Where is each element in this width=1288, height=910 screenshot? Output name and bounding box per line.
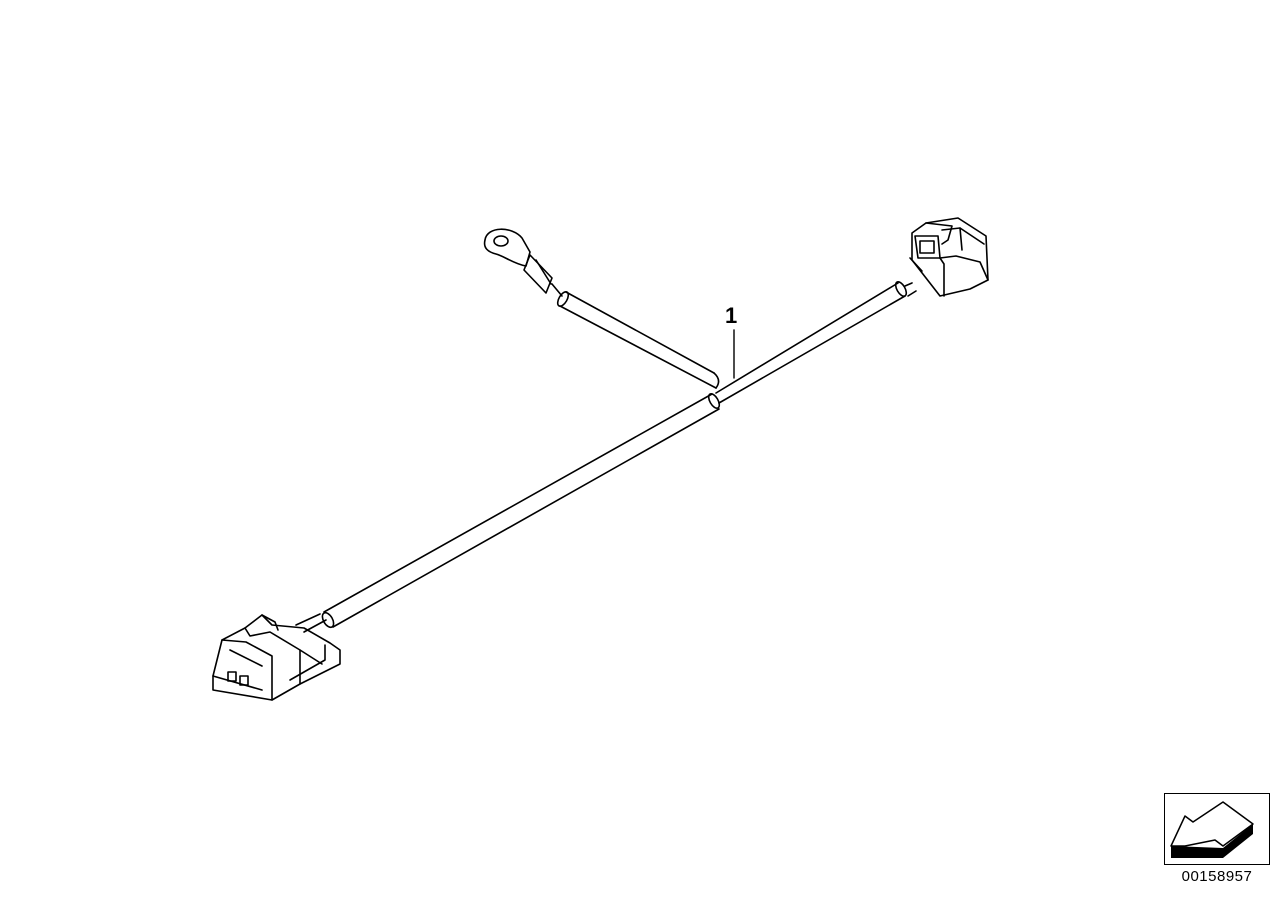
branch-cable <box>523 254 720 389</box>
arrow-back-icon <box>1170 801 1254 858</box>
ring-terminal <box>483 228 531 267</box>
main-cable-upper-segment <box>715 280 908 404</box>
callout-label: 1 <box>725 303 737 328</box>
diagram-number: 00158957 <box>1181 868 1253 885</box>
back-navigation-button[interactable] <box>1164 793 1270 865</box>
main-cable-lower-segment <box>321 392 721 629</box>
connector-left <box>212 613 341 701</box>
connector-right <box>904 217 989 297</box>
